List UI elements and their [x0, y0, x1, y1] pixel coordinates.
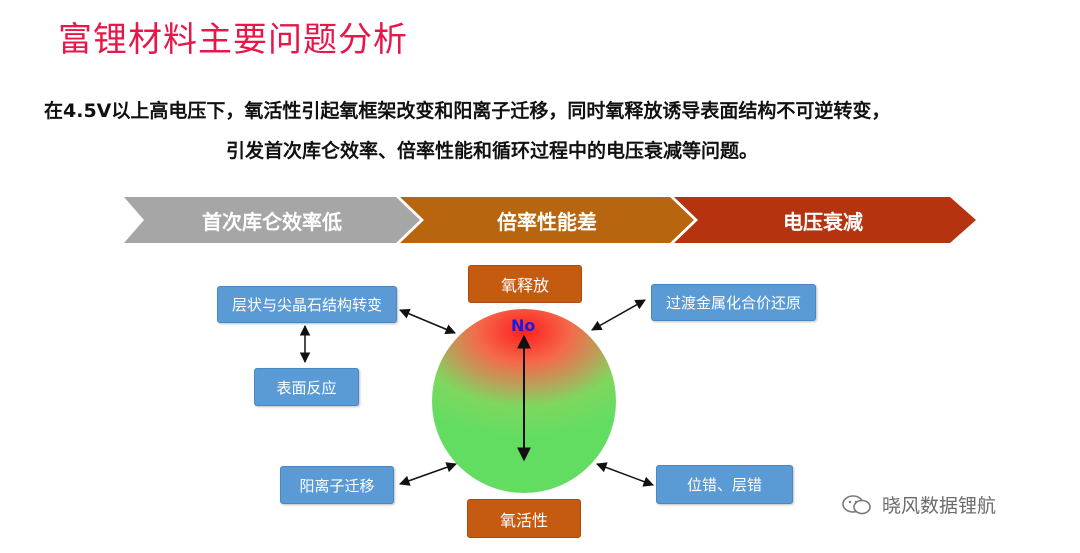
surface-reaction-box: 表面反应 — [254, 368, 359, 406]
layered-spinel-box: 层状与尖晶石结构转变 — [217, 286, 397, 323]
arrow-layered-to-sphere — [399, 308, 456, 335]
arrow-dislocation-to-sphere — [596, 462, 654, 487]
chevron-1-label: 首次库仑效率低 — [202, 209, 342, 234]
page-title: 富锂材料主要问题分析 — [58, 20, 408, 60]
oxygen-release-box: 氧释放 — [468, 265, 582, 303]
description-line-1: 在4.5V以上高电压下，氧活性引起氧框架改变和阳离子迁移，同时氧释放诱导表面结构… — [44, 100, 891, 122]
cation-migration-box: 阳离子迁移 — [280, 466, 394, 504]
arrow-cation-to-sphere — [399, 462, 457, 486]
problem-chevron-bar: 首次库仑效率低 倍率性能差 电压衰减 — [124, 197, 976, 243]
no-label: No — [511, 316, 536, 335]
watermark-text: 晓风数据锂航 — [882, 495, 997, 517]
dislocation-box: 位错、层错 — [656, 465, 793, 504]
chevron-2-shape — [400, 197, 694, 243]
oxygen-activity-box: 氧活性 — [467, 499, 581, 538]
chevron-2-label: 倍率性能差 — [497, 209, 597, 234]
arrow-tm-to-sphere — [591, 299, 646, 331]
wechat-icon — [842, 494, 871, 514]
description-line-2: 引发首次库仑效率、倍率性能和循环过程中的电压衰减等问题。 — [226, 140, 759, 162]
chevron-3-label: 电压衰减 — [783, 209, 863, 234]
chevron-shapes — [124, 197, 976, 243]
chevron-1-shape — [124, 197, 420, 243]
watermark: 晓风数据锂航 — [842, 491, 996, 518]
chevron-3-shape — [674, 197, 976, 243]
tm-reduction-box: 过渡金属化合价还原 — [651, 284, 816, 321]
